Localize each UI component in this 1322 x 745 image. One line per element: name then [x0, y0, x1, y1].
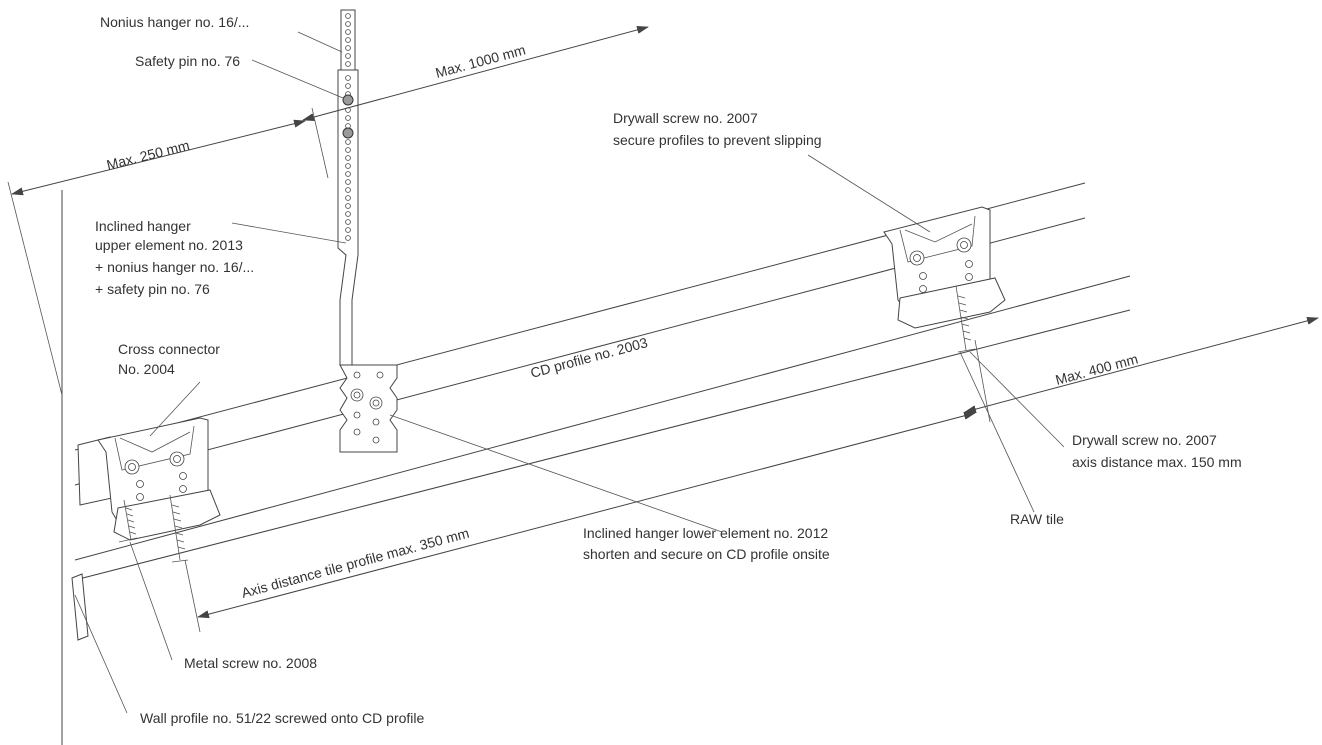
hanger-hole	[345, 147, 351, 153]
svg-text:shorten and secure on CD profi: shorten and secure on CD profile onsite	[583, 546, 830, 562]
svg-text:Drywall screw no. 2007: Drywall screw no. 2007	[1072, 432, 1217, 448]
label-safety-pin: Safety pin no. 76	[135, 53, 240, 69]
label-metal-screw: Metal screw no. 2008	[184, 655, 317, 671]
metal-screw-left	[118, 499, 138, 543]
label-nonius-hanger: Nonius hanger no. 16/...	[100, 14, 249, 30]
hanger-hole	[345, 235, 351, 241]
svg-text:+ nonius hanger no. 16/...: + nonius hanger no. 16/...	[95, 259, 254, 275]
cross-connector-left	[77, 417, 221, 541]
dimension-axis-tile-label: Axis distance tile profile max. 350 mm	[240, 525, 471, 601]
hanger-hole	[345, 171, 351, 177]
label-drywall-screw-top: Drywall screw no. 2007 secure profiles t…	[613, 110, 822, 148]
dimension-max-400-label: Max. 400 mm	[1054, 350, 1140, 387]
dimension-max-1000-label: Max. 1000 mm	[434, 41, 528, 80]
label-cross-connector: Cross connector No. 2004	[118, 341, 220, 377]
svg-text:Inclined hanger: Inclined hanger	[95, 218, 191, 234]
inclined-hanger-lower	[339, 364, 398, 453]
label-inclined-upper: Inclined hanger upper element no. 2013 +…	[95, 218, 254, 297]
label-cd-profile: CD profile no. 2003	[529, 334, 650, 381]
label-wall-profile: Wall profile no. 51/22 screwed onto CD p…	[140, 710, 425, 726]
svg-text:Inclined hanger lower element: Inclined hanger lower element no. 2012	[583, 525, 828, 541]
leader-lines	[74, 31, 1065, 714]
svg-text:upper element no. 2013: upper element no. 2013	[95, 237, 243, 253]
hanger-hole	[345, 155, 351, 161]
svg-text:axis distance max. 150 mm: axis distance max. 150 mm	[1072, 454, 1242, 470]
hanger-hole	[345, 37, 351, 43]
svg-text:+ safety pin no. 76: + safety pin no. 76	[95, 281, 210, 297]
hanger-hole	[345, 203, 351, 209]
hanger-hole	[345, 227, 351, 233]
hanger-hole	[345, 45, 351, 51]
hanger-hole	[345, 75, 351, 81]
hanger-hole	[345, 195, 351, 201]
hanger-hole	[345, 29, 351, 35]
svg-text:Drywall screw no. 2007: Drywall screw no. 2007	[613, 110, 758, 126]
hanger-hole	[345, 187, 351, 193]
svg-text:secure profiles to prevent sli: secure profiles to prevent slipping	[613, 132, 822, 148]
hanger-hole	[345, 83, 351, 89]
inclined-hanger-upper	[337, 69, 359, 366]
dimension-max-250-label: Max. 250 mm	[105, 137, 191, 173]
dimension-max-400: Max. 400 mm	[964, 316, 1319, 423]
label-inclined-lower: Inclined hanger lower element no. 2012 s…	[583, 525, 830, 562]
cross-connector-right	[883, 206, 1006, 329]
hanger-hole	[345, 115, 351, 121]
hanger-hole	[345, 21, 351, 27]
safety-pin-bottom	[342, 127, 354, 139]
hanger-hole	[345, 61, 351, 67]
hanger-hole	[345, 139, 351, 145]
hanger-hole	[345, 219, 351, 225]
hanger-hole	[345, 179, 351, 185]
nonius-hanger	[340, 9, 356, 71]
hanger-hole	[345, 13, 351, 19]
label-raw-tile: RAW tile	[1010, 511, 1064, 527]
label-drywall-screw-axis: Drywall screw no. 2007 axis distance max…	[1072, 432, 1242, 470]
hanger-hole	[345, 163, 351, 169]
dimension-axis-tile: Axis distance tile profile max. 350 mm	[184, 411, 976, 633]
hanger-hole	[345, 53, 351, 59]
svg-text:No. 2004: No. 2004	[118, 361, 175, 377]
svg-text:Cross connector: Cross connector	[118, 341, 220, 357]
safety-pin-top	[342, 94, 354, 106]
hanger-hole	[345, 211, 351, 217]
